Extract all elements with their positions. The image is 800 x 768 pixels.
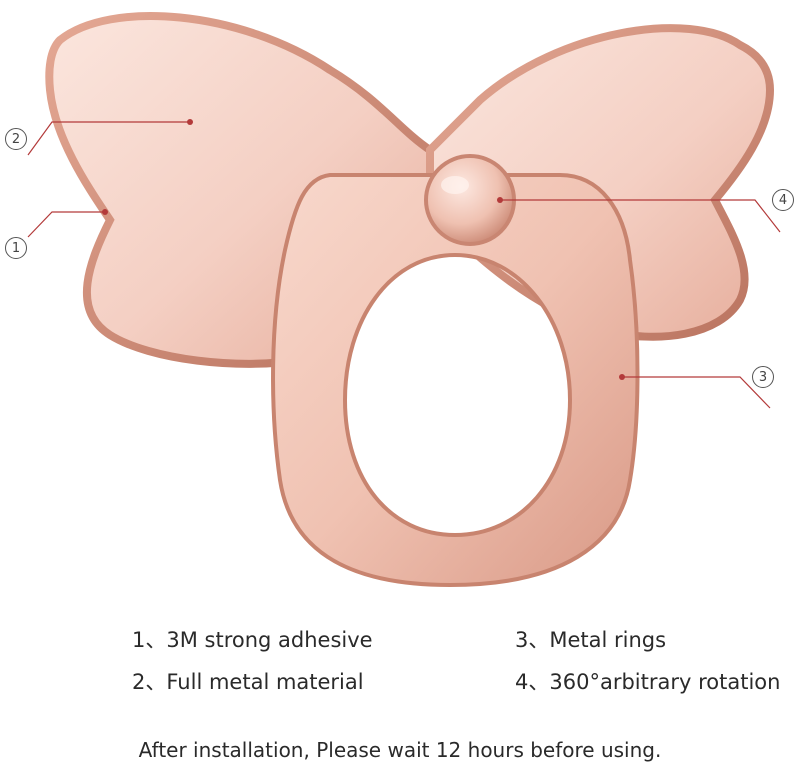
- installation-note: After installation, Please wait 12 hours…: [138, 738, 662, 762]
- callout-3-line: [622, 376, 771, 409]
- feature-number: 2、: [132, 670, 167, 694]
- feature-text: Metal rings: [549, 628, 667, 652]
- product-photo-butterfly-ring-holder: [27, 12, 781, 588]
- feature-number: 4、: [515, 670, 550, 694]
- callout-4-line: [500, 199, 781, 233]
- feature-item-3: 3、Metal rings: [515, 624, 666, 654]
- feature-item-2: 2、Full metal material: [132, 666, 364, 696]
- feature-item-1: 1、3M strong adhesive: [132, 624, 373, 654]
- feature-number: 1、: [132, 628, 167, 652]
- callout-marker-1: 1: [5, 237, 27, 259]
- feature-text: 3M strong adhesive: [166, 628, 373, 652]
- callout-1-line: [27, 211, 105, 238]
- feature-number: 3、: [515, 628, 550, 652]
- callout-marker-3: 3: [752, 366, 774, 388]
- callout-3-dot: [619, 374, 625, 380]
- knob-highlight: [441, 176, 469, 194]
- callout-1-dot: [102, 209, 108, 215]
- feature-item-4: 4、360°arbitrary rotation: [515, 666, 780, 696]
- callout-marker-2: 2: [5, 128, 27, 150]
- feature-text: Full metal material: [166, 670, 364, 694]
- callout-2-dot: [187, 119, 193, 125]
- callout-4-dot: [497, 197, 503, 203]
- feature-text: 360°arbitrary rotation: [549, 670, 781, 694]
- callout-2-line: [27, 121, 190, 156]
- callout-marker-4: 4: [772, 189, 794, 211]
- metal-ring: [271, 173, 640, 588]
